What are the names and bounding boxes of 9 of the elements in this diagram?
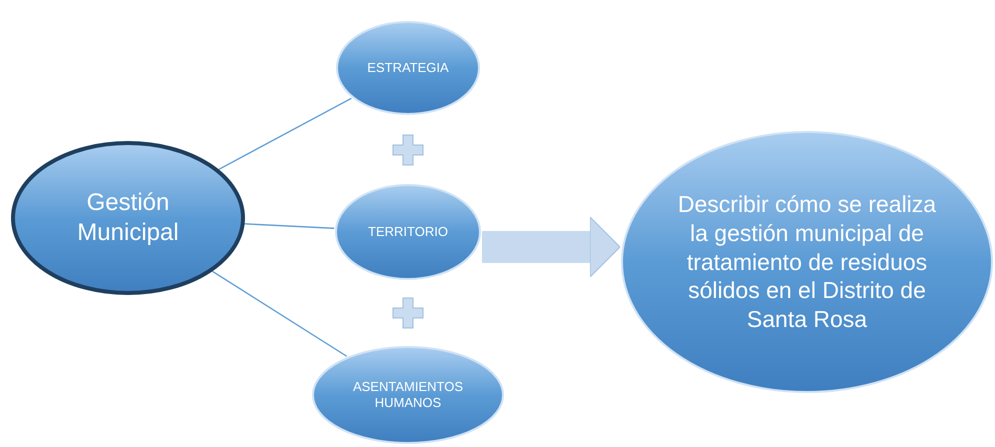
connector-line: [212, 270, 348, 357]
node-label: Gestión Municipal: [76, 188, 180, 248]
node-label: ESTRATEGIA: [367, 60, 449, 76]
node-label: ASENTAMIENTOS HUMANOS: [352, 378, 464, 412]
connector-line: [218, 98, 352, 170]
node-label: Describir cómo se realiza la gestión municipal de tratamiento de residuos sólidos en el Distrito de Santa Rosa: [676, 190, 938, 334]
node-label: TERRITORIO: [368, 224, 448, 240]
block-arrow: [482, 216, 621, 278]
connector-line: [244, 223, 334, 229]
